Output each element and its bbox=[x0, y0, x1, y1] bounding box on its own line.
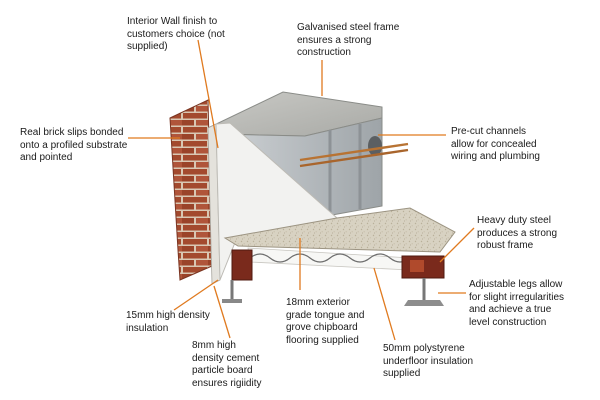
label-interior-wall-finish: Interior Wall finish to customers choice… bbox=[127, 16, 242, 54]
label-precut-channels: Pre-cut channels allow for concealed wir… bbox=[451, 126, 581, 164]
label-high-density-insulation: 15mm high density insulation bbox=[126, 310, 226, 335]
label-galvanised-steel-frame: Galvanised steel frame ensures a strong … bbox=[297, 22, 417, 60]
label-heavy-duty-steel: Heavy duty steel produces a strong robus… bbox=[477, 215, 587, 253]
steel-frame-left bbox=[232, 250, 252, 280]
label-adjustable-legs: Adjustable legs allow for slight irregul… bbox=[469, 279, 599, 329]
label-cement-particle-board: 8mm high density cement particle board e… bbox=[192, 340, 302, 390]
leg-foot bbox=[404, 300, 444, 306]
brick-slip-wall bbox=[170, 100, 212, 280]
label-polystyrene-insulation: 50mm polystyrene underfloor insulation s… bbox=[383, 343, 493, 381]
steel-frame-right-inner bbox=[410, 260, 424, 272]
leg-foot bbox=[222, 299, 242, 303]
label-brick-slips: Real brick slips bonded onto a profiled … bbox=[20, 127, 175, 165]
leader-insulation bbox=[174, 280, 218, 310]
